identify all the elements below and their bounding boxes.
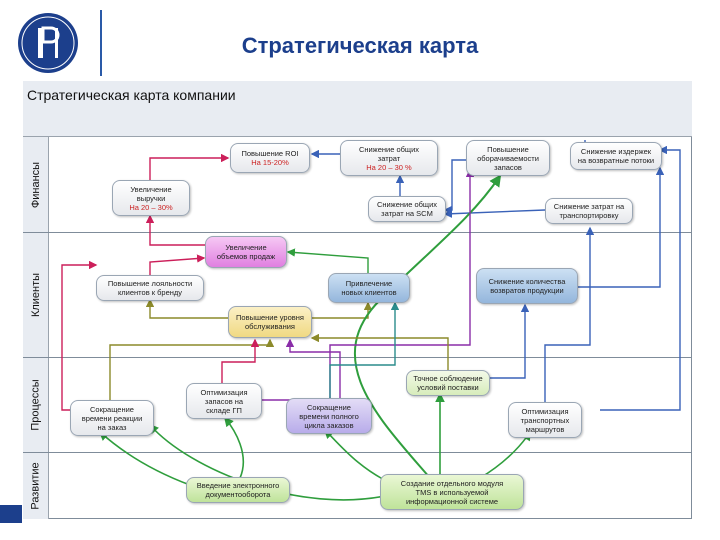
node-supply-terms: Точное соблюдение условий поставки: [406, 370, 490, 396]
lane-label-processes: Процессы: [30, 378, 42, 431]
node-transport-costs: Снижение затрат на транспортировку: [545, 198, 633, 224]
node-revenue: Увеличение выручки На 20 – 30%: [112, 180, 190, 216]
node-tms: Создание отдельного модуля TMS в использ…: [380, 474, 524, 510]
node-loyalty: Повышение лояльности клиентов к бренду: [96, 275, 204, 301]
strategy-map-header: [23, 81, 692, 137]
node-edoc: Введение электронного документооборота: [186, 477, 290, 503]
node-reduce-costs: Снижение общих затрат На 20 – 30 %: [340, 140, 438, 176]
slide-title: Стратегическая карта: [241, 33, 479, 58]
node-new-clients: Привлечение новых клиентов: [328, 273, 410, 303]
lane-label-development: Развитие: [30, 461, 42, 510]
lane-separator: [23, 232, 692, 233]
lane-separator: [23, 452, 692, 453]
node-scm-costs: Снижение общих затрат на SCM: [368, 196, 446, 222]
node-reaction-time: Сокращение времени реакции на заказ: [70, 400, 154, 436]
lane-label-clients: Клиенты: [30, 272, 43, 317]
node-return-losses: Снижение издержек на возвратные потоки: [570, 142, 662, 170]
hse-logo-icon: [18, 13, 78, 73]
node-turnover: Повышение оборачиваемости запасов: [466, 140, 550, 176]
sidebar-accent: [0, 505, 22, 523]
node-roi: Повышение ROI На 15-20%: [230, 143, 310, 173]
node-stock-opt: Оптимизация запасов на складе ГП: [186, 383, 262, 419]
logo-divider: [100, 10, 102, 76]
node-returns-count: Снижение количества возвратов продукции: [476, 268, 578, 304]
strategy-map-title: Стратегическая карта компании: [27, 87, 236, 103]
node-sales-volume: Увеличение объемов продаж: [205, 236, 287, 268]
lane-label-finance: Финансы: [30, 161, 42, 208]
node-service-level: Повышение уровня обслуживания: [228, 306, 312, 338]
lane-label-column: [23, 137, 49, 519]
node-transport-routes: Оптимизация транспортных маршрутов: [508, 402, 582, 438]
lane-separator: [23, 357, 692, 358]
slide-header: Стратегическая карта: [0, 0, 720, 80]
node-order-cycle: Сокращение времени полного цикла заказов: [286, 398, 372, 434]
